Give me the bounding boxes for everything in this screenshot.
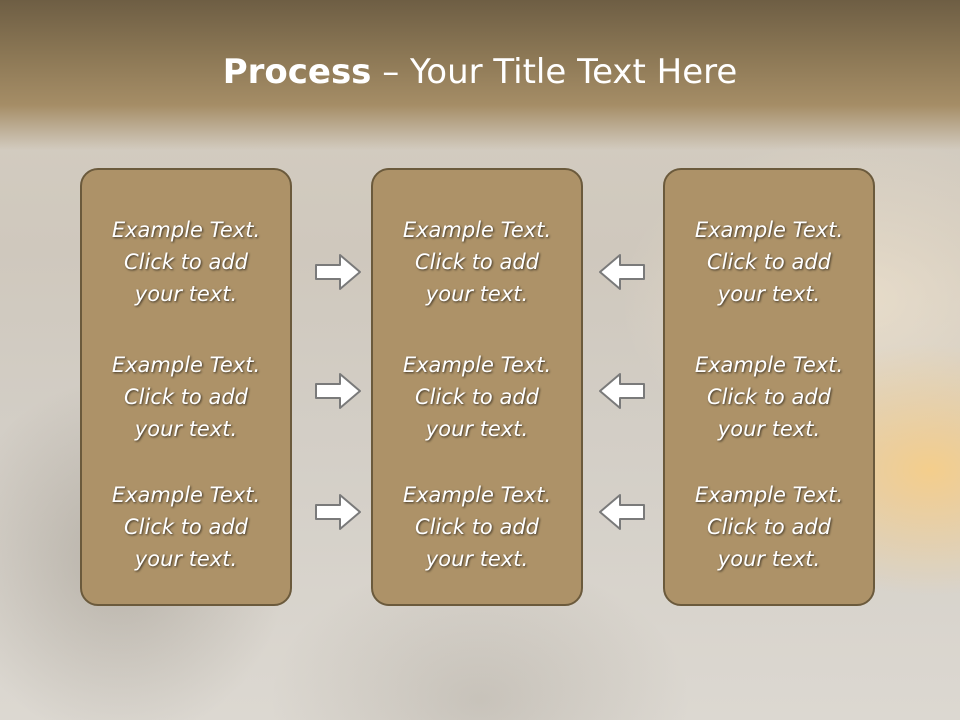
text-line: your text. xyxy=(134,547,238,571)
text-line: Example Text. xyxy=(694,353,844,377)
text-block[interactable]: Example Text. Click to add your text. xyxy=(82,214,290,310)
title-rest: – Your Title Text Here xyxy=(371,52,738,92)
title-bold: Process xyxy=(222,52,372,92)
text-line: Click to add xyxy=(706,385,831,409)
text-line: Example Text. xyxy=(111,353,261,377)
text-line: your text. xyxy=(425,417,529,441)
text-line: Example Text. xyxy=(111,483,261,507)
text-line: your text. xyxy=(134,282,238,306)
process-panel-center[interactable]: Example Text. Click to add your text. Ex… xyxy=(371,168,583,606)
text-line: Example Text. xyxy=(402,483,552,507)
text-line: Click to add xyxy=(123,515,248,539)
text-line: Example Text. xyxy=(111,218,261,242)
title-bar xyxy=(0,0,960,150)
text-line: your text. xyxy=(717,547,821,571)
text-line: Example Text. xyxy=(694,218,844,242)
arrow-left-icon xyxy=(599,373,645,409)
arrow-left-icon xyxy=(599,254,645,290)
slide-title[interactable]: Process – Your Title Text Here xyxy=(0,52,960,92)
text-block[interactable]: Example Text. Click to add your text. xyxy=(82,349,290,445)
text-block[interactable]: Example Text. Click to add your text. xyxy=(665,349,873,445)
text-line: Click to add xyxy=(706,515,831,539)
text-line: Click to add xyxy=(123,385,248,409)
text-line: Example Text. xyxy=(402,218,552,242)
text-line: your text. xyxy=(425,547,529,571)
text-line: your text. xyxy=(134,417,238,441)
text-block[interactable]: Example Text. Click to add your text. xyxy=(373,479,581,575)
text-line: Example Text. xyxy=(402,353,552,377)
process-panel-left[interactable]: Example Text. Click to add your text. Ex… xyxy=(80,168,292,606)
text-line: Click to add xyxy=(414,385,539,409)
text-line: Example Text. xyxy=(694,483,844,507)
text-line: Click to add xyxy=(414,515,539,539)
text-block[interactable]: Example Text. Click to add your text. xyxy=(665,214,873,310)
text-line: your text. xyxy=(425,282,529,306)
arrow-right-icon xyxy=(315,254,361,290)
process-panel-right[interactable]: Example Text. Click to add your text. Ex… xyxy=(663,168,875,606)
text-line: Click to add xyxy=(123,250,248,274)
text-line: your text. xyxy=(717,417,821,441)
text-block[interactable]: Example Text. Click to add your text. xyxy=(665,479,873,575)
arrow-left-icon xyxy=(599,494,645,530)
text-block[interactable]: Example Text. Click to add your text. xyxy=(82,479,290,575)
arrow-right-icon xyxy=(315,494,361,530)
text-line: your text. xyxy=(717,282,821,306)
text-block[interactable]: Example Text. Click to add your text. xyxy=(373,349,581,445)
text-line: Click to add xyxy=(706,250,831,274)
text-block[interactable]: Example Text. Click to add your text. xyxy=(373,214,581,310)
text-line: Click to add xyxy=(414,250,539,274)
arrow-right-icon xyxy=(315,373,361,409)
